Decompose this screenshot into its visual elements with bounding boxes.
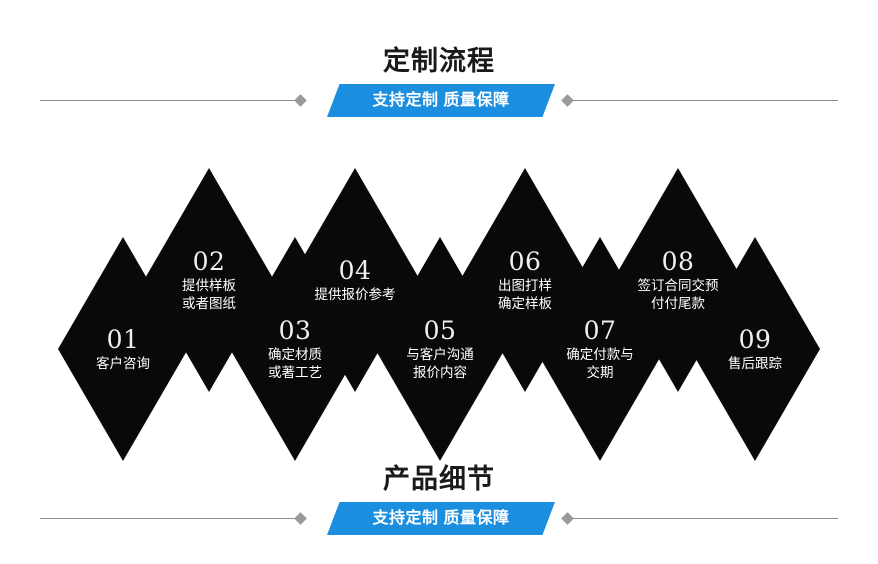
process-step-07-label-line1: 确定付款与 [566, 346, 634, 362]
process-step-05-number: 05 [423, 315, 457, 345]
process-step-07-number: 07 [583, 315, 617, 345]
bottom-section-title: 产品细节 [383, 464, 495, 494]
process-step-01-label-line1: 客户咨询 [96, 355, 150, 371]
process-step-07-label-line2: 交期 [586, 364, 614, 380]
process-step-02-label-line2: 或者图纸 [182, 295, 236, 311]
bottom-header-rule-right [572, 518, 838, 519]
process-step-05-label-line1: 与客户沟通 [406, 346, 474, 362]
process-step-04-label-line1: 提供报价参考 [314, 286, 396, 302]
process-step-06-label-line1: 出图打样 [498, 277, 552, 293]
process-step-04-number: 04 [338, 255, 372, 285]
process-step-03-number: 03 [278, 315, 312, 345]
top-section-title: 定制流程 [383, 46, 495, 76]
top-header-rule-right-diamond-icon [561, 94, 574, 107]
process-step-06-label-line2: 确定样板 [498, 295, 552, 311]
bottom-header-banner-text: 支持定制 质量保障 [372, 510, 510, 527]
process-flow-diagram: 01 客户咨询 02 提供样板 或者图纸 03 确定材质 或著工艺 04 提供报… [0, 160, 878, 461]
bottom-header-banner: 支持定制 质量保障 [327, 502, 555, 535]
bottom-header-rule-left [40, 518, 298, 519]
top-header-banner-text: 支持定制 质量保障 [372, 92, 510, 109]
process-step-01-number: 01 [106, 324, 140, 354]
process-step-05-label-line2: 报价内容 [413, 364, 467, 380]
process-step-08-number: 08 [661, 246, 695, 276]
process-step-06-number: 06 [508, 246, 542, 276]
process-step-02-number: 02 [192, 246, 226, 276]
process-step-09-label-line1: 售后跟踪 [728, 355, 782, 371]
process-step-08-label-line1: 签订合同交预 [637, 277, 719, 293]
top-header-banner: 支持定制 质量保障 [327, 84, 555, 117]
top-header-rule-left-diamond-icon [294, 94, 307, 107]
bottom-header-rule-right-diamond-icon [561, 512, 574, 525]
process-step-02-label-line1: 提供样板 [182, 277, 236, 293]
process-step-08-label-line2: 付付尾款 [651, 295, 705, 311]
process-step-03-label-line1: 确定材质 [268, 346, 322, 362]
process-step-09-number: 09 [738, 324, 772, 354]
top-header-rule-left [40, 100, 298, 101]
process-step-03-label-line2: 或著工艺 [268, 364, 322, 380]
bottom-header-rule-left-diamond-icon [294, 512, 307, 525]
top-header-rule-right [572, 100, 838, 101]
